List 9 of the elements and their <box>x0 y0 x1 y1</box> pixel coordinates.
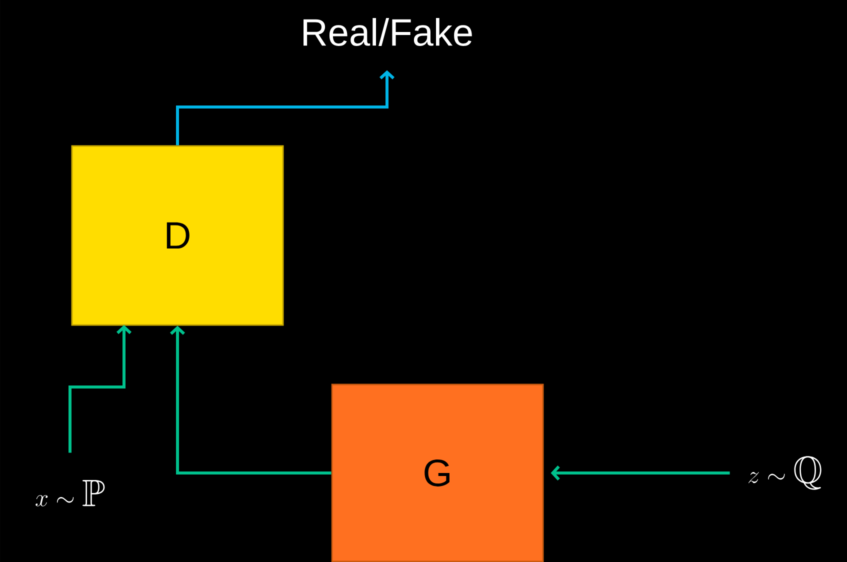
arrow <box>176 70 395 146</box>
arrow <box>68 324 132 453</box>
arrow <box>550 465 730 480</box>
generator-box: G <box>331 384 544 562</box>
input-formula: $x \sim \mathbb{P}$ <box>36 480 105 506</box>
noise-formula: $z \sim\mathbb{Q}$ <box>748 456 822 490</box>
output-label: Real/Fake <box>304 18 472 46</box>
discriminator-box: D <box>71 145 284 326</box>
arrow <box>170 326 332 474</box>
